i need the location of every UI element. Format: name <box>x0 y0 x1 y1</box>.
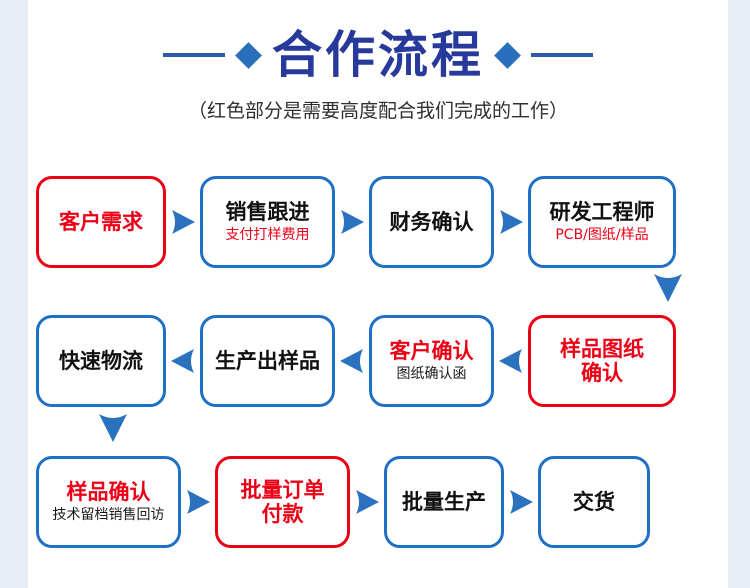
flow-node-title: 批量生产 <box>402 489 486 514</box>
diamond-right-icon <box>494 41 521 69</box>
flow-node-subtitle: 支付打样费用 <box>225 227 310 244</box>
flow-node[interactable]: 样品确认技术留档销售回访 <box>36 456 181 548</box>
flow-node-title: 生产出样品 <box>215 348 320 373</box>
page-header: 合作流程 <box>28 22 728 88</box>
arrow-right-icon <box>350 487 384 517</box>
flow-row-1: 客户需求 销售跟进支付打样费用 财务确认 研发工程师 PCB/图纸/样品 <box>36 176 676 268</box>
arrow-down-icon <box>651 272 685 304</box>
flow-node-title: 客户需求 <box>59 209 143 234</box>
flow-node-title: 交货 <box>573 489 615 514</box>
flow-node-title: 样品确认 <box>66 480 151 505</box>
flow-node-title: 财务确认 <box>389 209 474 234</box>
arrow-right-icon <box>504 487 538 517</box>
rule-left-icon <box>163 53 225 57</box>
rule-right-icon <box>531 53 593 57</box>
arrow-right-icon <box>494 207 528 237</box>
flow-node[interactable]: 快速物流 <box>36 315 166 407</box>
flow-node-title: 客户确认 <box>389 339 474 364</box>
flow-node[interactable]: 销售跟进支付打样费用 <box>200 176 335 268</box>
flow-node-subtitle: 技术留档销售回访 <box>52 507 165 524</box>
flow-node-subtitle: PCB/图纸/样品 <box>555 227 649 244</box>
flow-node[interactable]: 客户确认图纸确认函 <box>369 315 494 407</box>
flow-node-subtitle: 图纸确认函 <box>396 366 467 383</box>
flow-node-title: 快速物流 <box>59 348 143 373</box>
flow-node[interactable]: 批量生产 <box>384 456 504 548</box>
flowchart-canvas: 合作流程 （红色部分是需要高度配合我们完成的工作） 客户需求 销售跟进支付打样费用… <box>28 0 728 588</box>
flow-node[interactable]: 样品图纸确认 <box>528 315 676 407</box>
flow-row-2: 快速物流 生产出样品 客户确认图纸确认函 样品图纸确认 <box>36 315 676 407</box>
flow-node-title: 销售跟进 <box>225 200 310 225</box>
flow-node-title: 样品图纸确认 <box>560 336 644 385</box>
flow-node-title: 批量订单付款 <box>240 477 325 526</box>
diamond-left-icon <box>235 41 262 69</box>
flow-node[interactable]: 财务确认 <box>369 176 494 268</box>
flow-node[interactable]: 批量订单付款 <box>215 456 350 548</box>
arrow-right-icon <box>335 207 369 237</box>
flow-node-title: 研发工程师 <box>549 200 655 225</box>
flow-node[interactable]: 客户需求 <box>36 176 166 268</box>
flow-node[interactable]: 研发工程师 PCB/图纸/样品 <box>528 176 676 268</box>
flow-node[interactable]: 交货 <box>538 456 650 548</box>
arrow-down-icon <box>96 412 130 444</box>
flow-node[interactable]: 生产出样品 <box>200 315 335 407</box>
arrow-left-icon <box>335 346 369 376</box>
arrow-right-icon <box>181 487 215 517</box>
arrow-right-icon <box>166 207 200 237</box>
arrow-left-icon <box>494 346 528 376</box>
page-subtitle: （红色部分是需要高度配合我们完成的工作） <box>187 100 568 122</box>
flow-row-3: 样品确认技术留档销售回访 批量订单付款 批量生产 交货 <box>36 456 650 548</box>
arrow-left-icon <box>166 346 200 376</box>
page-title: 合作流程 <box>272 26 484 84</box>
